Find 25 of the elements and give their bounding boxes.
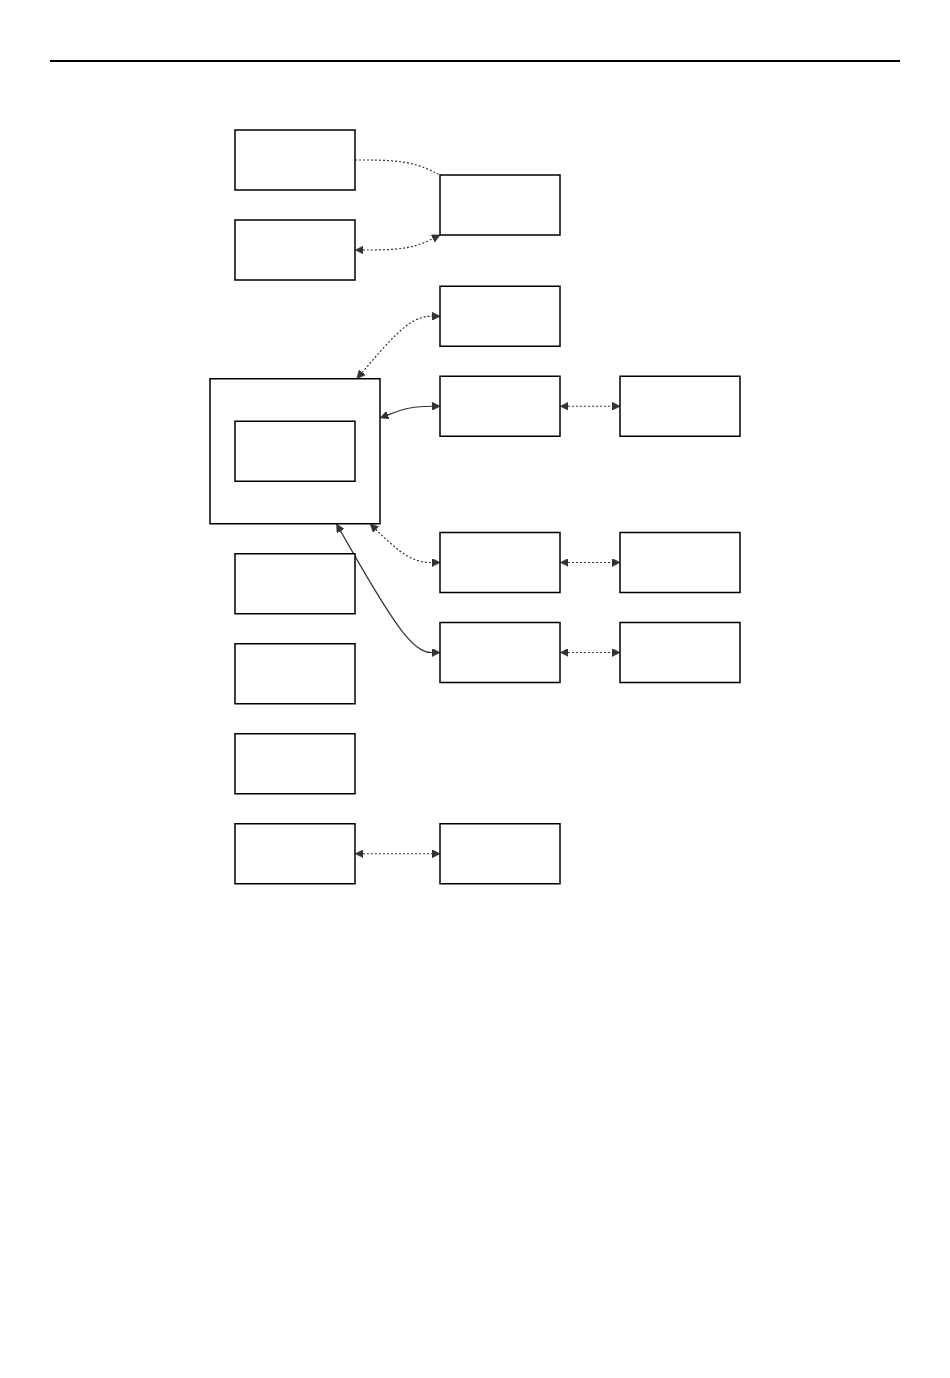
node-box [234,733,356,795]
arrow [560,648,621,657]
node-box [439,174,561,236]
node-box [234,219,356,281]
node-box [439,823,561,885]
node-box [619,531,741,594]
node-box [439,531,561,594]
arrow [560,558,621,567]
arrow [356,311,441,379]
node-box [439,621,561,684]
node-box [439,375,561,437]
node-box [234,553,356,615]
arrow [355,234,441,255]
node-box [439,285,561,347]
cluster [209,378,381,525]
node-box [619,375,741,437]
arrow [560,401,621,411]
arrow [336,523,441,657]
node-box [234,420,356,482]
node-box [234,643,356,705]
node-box [234,129,356,191]
node-box [619,621,741,684]
node-box [234,823,356,885]
arrow [355,849,441,859]
arrow [369,523,441,567]
